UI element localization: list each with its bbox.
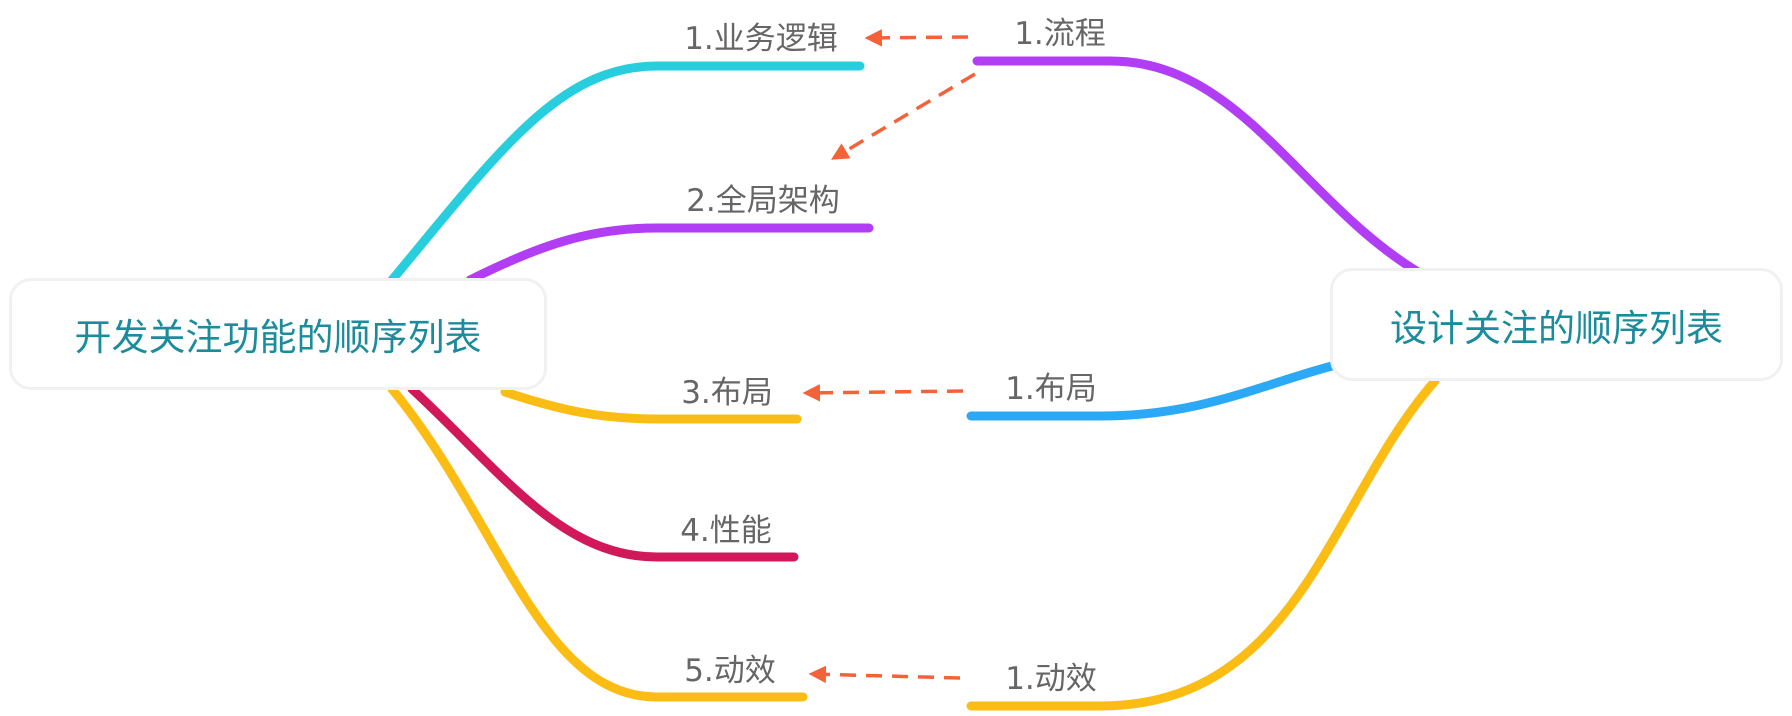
branch-animation-left [387, 384, 808, 702]
relation-arrow [802, 384, 964, 402]
branch-layout-left [500, 387, 802, 424]
left-root-node[interactable]: 开发关注功能的顺序列表 [9, 278, 547, 390]
left-root-title: 开发关注功能的顺序列表 [74, 316, 482, 359]
right-root-title: 设计关注的顺序列表 [1390, 306, 1723, 350]
relation-arrow [864, 29, 969, 47]
topic-performance[interactable]: 4.性能 [680, 513, 772, 549]
topic-business-logic[interactable]: 1.业务逻辑 [684, 21, 838, 57]
topic-layout-left[interactable]: 3.布局 [681, 375, 773, 411]
relation-arrow [808, 665, 961, 684]
branch-animation-right [966, 376, 1440, 711]
branch-business-logic [387, 61, 865, 285]
branch-flow [972, 56, 1423, 277]
topic-layout-right[interactable]: 1.布局 [1005, 371, 1097, 407]
topic-flow[interactable]: 1.流程 [1014, 16, 1106, 52]
topic-architecture[interactable]: 2.全局架构 [686, 183, 840, 219]
branch-architecture [465, 223, 874, 285]
topic-animation-right[interactable]: 1.动效 [1005, 661, 1097, 697]
branch-layout-right [966, 361, 1337, 421]
branch-performance [407, 384, 799, 562]
topic-animation-left[interactable]: 5.动效 [684, 653, 776, 689]
relation-arrow [830, 72, 976, 160]
right-root-node[interactable]: 设计关注的顺序列表 [1330, 268, 1783, 381]
